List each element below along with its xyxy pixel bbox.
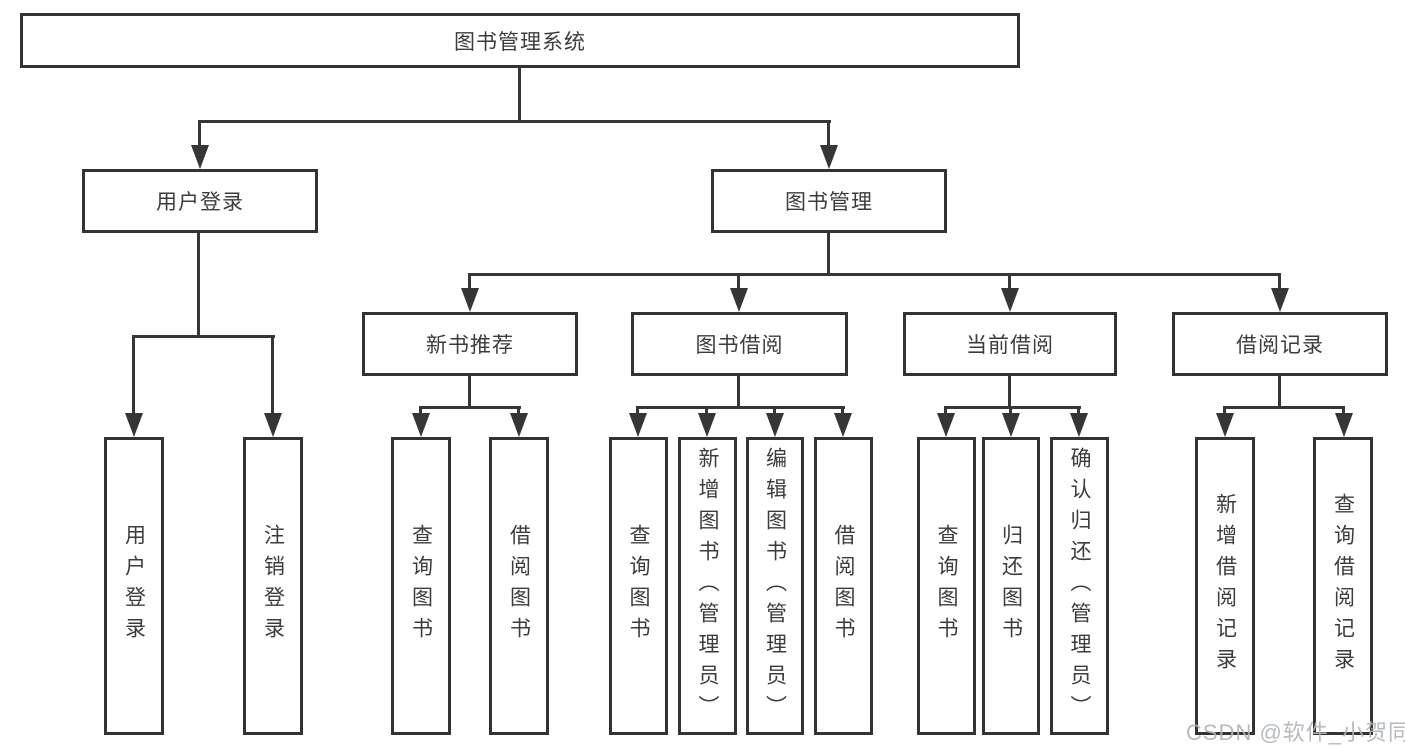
connector-to-leaf-query-books-a (419, 406, 422, 415)
arrowhead-borrowing-records (1271, 288, 1289, 312)
node-leaf-borrow-books-a-label: 借阅图书 (507, 524, 531, 648)
node-new-book-recommend: 新书推荐 (362, 312, 578, 376)
connector-to-new-book-recommend (468, 273, 471, 291)
arrowhead-leaf-query-record (1335, 413, 1353, 437)
arrowhead-book-borrowing (730, 288, 748, 312)
node-leaf-query-books-a-label: 查询图书 (409, 524, 433, 648)
arrowhead-current-borrowing (1001, 288, 1019, 312)
node-leaf-add-borrow-record-label: 新增借阅记录 (1213, 493, 1237, 679)
node-leaf-query-books-b: 查询图书 (609, 437, 668, 735)
node-leaf-query-books-c-label: 查询图书 (935, 524, 958, 648)
connector-borrowing-records-stem (1278, 376, 1281, 408)
node-leaf-add-book-admin-label: 新增图书（管理员） (696, 446, 719, 726)
node-book-management: 图书管理 (711, 169, 947, 233)
arrowhead-leaf-borrow-books-b (834, 413, 852, 437)
connector-root-split (198, 120, 831, 123)
node-leaf-edit-book-admin-label: 编辑图书（管理员） (763, 446, 787, 726)
arrowhead-user-login (191, 145, 209, 169)
node-borrowing-records-label: 借阅记录 (1236, 334, 1324, 357)
connector-to-leaf-add-record (1223, 406, 1226, 415)
connector-new-book-recommend-split (419, 406, 521, 409)
node-leaf-borrow-books-a: 借阅图书 (489, 437, 549, 735)
node-leaf-query-borrow-record-label: 查询借阅记录 (1331, 493, 1355, 679)
connector-to-current-borrowing (1008, 273, 1011, 291)
node-leaf-confirm-return-admin: 确认归还（管理员） (1050, 437, 1109, 735)
node-leaf-logout-label: 注销登录 (261, 524, 285, 648)
node-root: 图书管理系统 (20, 13, 1020, 68)
arrowhead-leaf-edit-book (766, 413, 784, 437)
connector-book-borrowing-split (636, 406, 845, 409)
node-current-borrowing: 当前借阅 (903, 312, 1117, 376)
connector-to-book-management (827, 120, 830, 148)
connector-to-leaf-confirm-return (1077, 406, 1080, 415)
arrowhead-leaf-return-books (1002, 413, 1020, 437)
connector-new-book-recommend-stem (468, 376, 471, 408)
arrowhead-new-book-recommend (461, 288, 479, 312)
connector-to-borrowing-records (1278, 273, 1281, 291)
node-leaf-edit-book-admin: 编辑图书（管理员） (746, 437, 804, 735)
node-leaf-confirm-return-admin-label: 确认归还（管理员） (1068, 446, 1091, 726)
node-leaf-user-login-label: 用户登录 (122, 524, 146, 648)
node-leaf-query-books-b-label: 查询图书 (627, 524, 650, 648)
connector-to-user-login (198, 120, 201, 148)
node-borrowing-records: 借阅记录 (1172, 312, 1388, 376)
connector-current-borrowing-split (944, 406, 1081, 409)
node-leaf-query-borrow-record: 查询借阅记录 (1313, 437, 1373, 735)
connector-borrowing-records-split (1223, 406, 1345, 409)
node-leaf-return-books-label: 归还图书 (999, 524, 1023, 648)
node-leaf-borrow-books-b: 借阅图书 (814, 437, 873, 735)
connector-to-leaf-query-record (1342, 406, 1345, 415)
node-book-borrowing-label: 图书借阅 (695, 334, 784, 357)
node-leaf-add-borrow-record: 新增借阅记录 (1195, 437, 1255, 735)
node-current-borrowing-label: 当前借阅 (966, 334, 1054, 357)
arrowhead-leaf-add-book (698, 413, 716, 437)
connector-to-leaf-borrow-books-a (517, 406, 520, 415)
node-new-book-recommend-label: 新书推荐 (426, 334, 514, 357)
arrowhead-leaf-borrow-books-a (510, 413, 528, 437)
node-root-label: 图书管理系统 (454, 30, 586, 54)
csdn-watermark: CSDN @软件_小贺同学 (1186, 720, 1405, 745)
connector-user-login-split (132, 335, 275, 338)
arrowhead-leaf-query-books-a (412, 413, 430, 437)
connector-book-management-stem (827, 233, 830, 275)
node-leaf-query-books-c: 查询图书 (917, 437, 976, 735)
node-leaf-borrow-books-b-label: 借阅图书 (832, 524, 855, 648)
connector-user-login-stem (197, 233, 200, 337)
node-leaf-user-login: 用户登录 (104, 437, 164, 735)
connector-to-leaf-query-books-c (944, 406, 947, 415)
connector-book-borrowing-stem (737, 376, 740, 408)
connector-to-leaf-logout (271, 335, 274, 415)
connector-to-leaf-query-books-b (636, 406, 639, 415)
node-leaf-add-book-admin: 新增图书（管理员） (678, 437, 737, 735)
connector-to-leaf-edit-book (773, 406, 776, 415)
arrowhead-leaf-user-login (125, 413, 143, 437)
node-user-login: 用户登录 (82, 169, 318, 233)
arrowhead-leaf-query-books-c (937, 413, 955, 437)
node-book-management-label: 图书管理 (785, 191, 873, 214)
connector-root-stem (518, 68, 521, 122)
arrowhead-book-management (820, 145, 838, 169)
connector-to-book-borrowing (737, 273, 740, 291)
connector-current-borrowing-stem (1008, 376, 1011, 408)
connector-to-leaf-return-books (1009, 406, 1012, 415)
connector-to-leaf-borrow-books-b (841, 406, 844, 415)
node-leaf-query-books-a: 查询图书 (391, 437, 451, 735)
arrowhead-leaf-add-record (1216, 413, 1234, 437)
node-user-login-label: 用户登录 (156, 191, 244, 214)
connector-to-leaf-user-login (132, 335, 135, 415)
arrowhead-leaf-logout (264, 413, 282, 437)
arrowhead-leaf-query-books-b (629, 413, 647, 437)
connector-book-management-split (468, 273, 1281, 276)
arrowhead-leaf-confirm-return (1070, 413, 1088, 437)
node-leaf-return-books: 归还图书 (982, 437, 1040, 735)
node-leaf-logout: 注销登录 (243, 437, 303, 735)
connector-to-leaf-add-book (705, 406, 708, 415)
node-book-borrowing: 图书借阅 (631, 312, 848, 376)
